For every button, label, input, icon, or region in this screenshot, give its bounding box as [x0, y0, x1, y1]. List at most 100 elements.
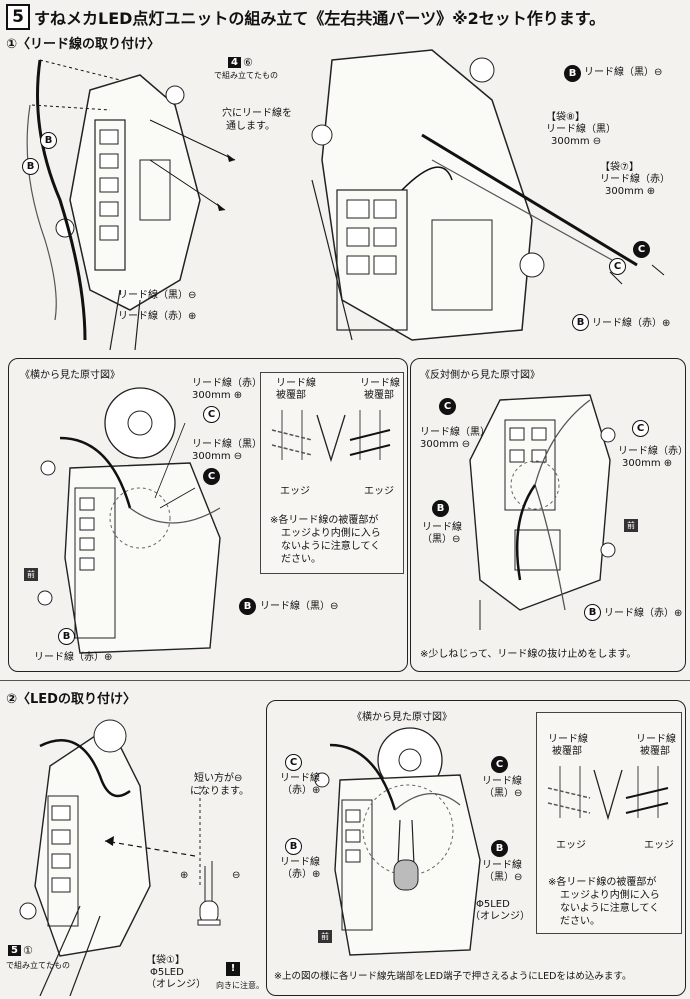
bag7-label: リード線（赤）: [600, 174, 670, 185]
sv2-led-color: （オレンジ）: [470, 911, 530, 922]
sv2-edge-right: エッジ: [644, 840, 674, 851]
sv2-detail-box: [536, 712, 682, 934]
marker-B-right-top: B: [564, 65, 581, 82]
sv2-C-black-2: （黒）⊖: [484, 788, 523, 799]
hole-note-2: 通します。: [226, 121, 275, 132]
bag7-length: 300mm ⊕: [605, 186, 656, 197]
bag8-length: 300mm ⊖: [551, 136, 602, 147]
bag1: 【袋①】: [146, 955, 185, 966]
sv1-note-3: ないように注意してく: [281, 541, 381, 552]
ov-marker-C-white: C: [632, 420, 649, 437]
sv2-marker-B-white: B: [285, 838, 302, 855]
bag8-label: リード線（黒）: [546, 124, 616, 135]
sv1-marker-C-black: C: [203, 468, 220, 485]
bag1-led-color: （オレンジ）: [146, 979, 206, 990]
plus-mark: ⊕: [180, 870, 189, 881]
sv1-marker-B-black: B: [239, 598, 256, 615]
ref-note-1: で組み立てたもの: [214, 71, 278, 80]
sv2-B-red-2: （赤）⊕: [282, 869, 321, 880]
sv1-note-4: ださい。: [281, 554, 321, 565]
sv2-B-red-1: リード線: [280, 857, 320, 868]
sv2-B-black-2: （黒）⊖: [484, 872, 523, 883]
side-view-2-title: 《横から見た原寸図》: [352, 712, 452, 723]
sv1-red-length: 300mm ⊕: [192, 390, 243, 401]
bag7-title: 【袋⑦】: [600, 162, 639, 173]
section2-title: ②〈LEDの取り付け〉: [6, 692, 136, 707]
sv2-note-4: ださい。: [560, 916, 600, 927]
side-view-1-title: 《横から見た原寸図》: [20, 370, 120, 381]
short-lead-note-2: になります。: [190, 786, 249, 797]
marker-C-right-white: C: [609, 258, 626, 275]
ov-B-left-1: リード線: [422, 522, 462, 533]
page-header: 5 すねメカLED点灯ユニットの組み立て《左右共通パーツ》※2セット作ります。: [6, 4, 605, 30]
sv1-front-arrow: 前: [24, 568, 38, 581]
caution-note: 向きに注意。: [216, 981, 264, 990]
bag8-title: 【袋⑧】: [546, 112, 585, 123]
left-lead-black: リード線（黒）⊖: [118, 290, 197, 301]
sv2-bottom-note: ※上の図の様に各リード線先端部をLED端子で押さえるようにLEDをはめ込みます。: [274, 971, 632, 982]
lead-wire-left-illustration: [26, 59, 236, 350]
sv2-front-arrow: 前: [318, 930, 332, 943]
sv1-marker-B-white: B: [58, 628, 75, 645]
sv2-coat-right-2: 被覆部: [640, 746, 670, 757]
section1-title: ①〈リード線の取り付け〉: [6, 37, 161, 52]
sv2-C-red-1: リード線: [280, 773, 320, 784]
short-lead-note-1: 短い方が⊖: [194, 773, 243, 784]
ov-black-label: リード線（黒）: [420, 427, 490, 438]
ref-note-2: で組み立てたもの: [6, 961, 70, 970]
sv1-B-black: リード線（黒）⊖: [260, 601, 339, 612]
sv1-coat-right-1: リード線: [360, 378, 400, 389]
ov-note: ※少しねじって、リード線の抜け止めをします。: [420, 649, 637, 660]
ov-red-label: リード線（赤）: [618, 446, 688, 457]
step-number: 5: [6, 4, 30, 30]
ov-B-right: リード線（赤）⊕: [604, 608, 683, 619]
marker-B-upper: B: [40, 132, 57, 149]
sv1-black-length: 300mm ⊖: [192, 451, 243, 462]
sv1-edge-right: エッジ: [364, 486, 394, 497]
left-lead-red: リード線（赤）⊕: [118, 311, 197, 322]
page-title: すねメカLED点灯ユニットの組み立て《左右共通パーツ》※2セット作ります。: [34, 9, 606, 28]
sv1-red-label: リード線（赤）: [192, 378, 262, 389]
caution-icon: !: [226, 962, 240, 976]
ov-black-length: 300mm ⊖: [420, 439, 471, 450]
sv2-C-black-1: リード線: [482, 776, 522, 787]
sv2-note-2: エッジより内側に入ら: [560, 890, 660, 901]
bag1-led: Φ5LED: [150, 967, 184, 978]
sv2-coat-left-1: リード線: [548, 734, 588, 745]
sv2-edge-detail: [547, 766, 669, 821]
sv1-coat-left-1: リード線: [276, 378, 316, 389]
marker-B-lower: B: [22, 158, 39, 175]
side-view-1-drawing: [37, 387, 221, 654]
sv1-B-red: リード線（赤）⊕: [34, 652, 113, 663]
sv2-marker-C-black: C: [491, 756, 508, 773]
ov-front-arrow: 前: [624, 519, 638, 532]
minus-mark: ⊖: [232, 870, 241, 881]
sv2-B-black-1: リード線: [482, 860, 522, 871]
sv2-coat-left-2: 被覆部: [552, 746, 582, 757]
sv1-note-2: エッジより内側に入ら: [281, 528, 381, 539]
right-lead-black-top: リード線（黒）⊖: [584, 67, 663, 78]
led-left-illustration: [19, 719, 221, 996]
right-lead-red-bottom: リード線（赤）⊕: [592, 318, 671, 329]
sv1-note-1: ※各リード線の被覆部が: [270, 515, 379, 526]
sv1-marker-C-white: C: [203, 406, 220, 423]
sv1-black-label: リード線（黒）: [192, 439, 262, 450]
marker-B-right-bottom: B: [572, 314, 589, 331]
opposite-view-drawing: [469, 394, 616, 630]
hole-note-1: 穴にリード線を: [222, 108, 292, 119]
ov-marker-B-white: B: [584, 604, 601, 621]
ov-B-left-2: （黒）⊖: [422, 534, 461, 545]
sv2-led: Φ5LED: [476, 899, 510, 910]
sv1-coat-right-2: 被覆部: [364, 390, 394, 401]
marker-C-right-black: C: [633, 241, 650, 258]
ov-marker-C-black: C: [439, 398, 456, 415]
sv2-edge-left: エッジ: [556, 840, 586, 851]
ov-marker-B-black: B: [432, 500, 449, 517]
opposite-view-title: 《反対側から見た原寸図》: [420, 370, 540, 381]
sv1-coat-left-2: 被覆部: [276, 390, 306, 401]
lead-wire-right-illustration: [311, 49, 665, 341]
sv2-note-1: ※各リード線の被覆部が: [548, 877, 657, 888]
sv2-marker-B-black: B: [491, 840, 508, 857]
section-divider: [0, 680, 690, 681]
ref-step-5-1: 5 ①: [8, 944, 33, 957]
